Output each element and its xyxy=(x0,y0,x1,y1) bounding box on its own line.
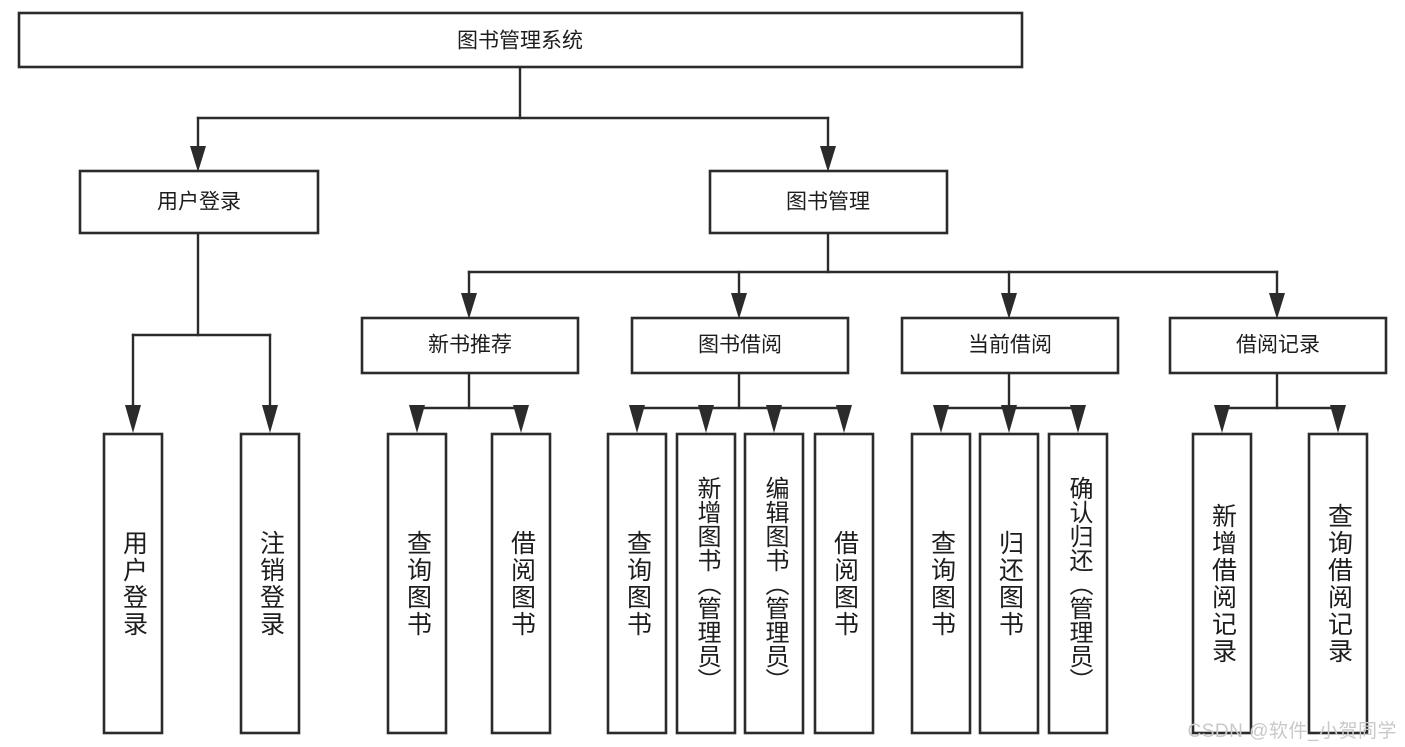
node-box-borrow-record[interactable] xyxy=(1168,316,1388,375)
node-box-l3-user-login[interactable] xyxy=(102,432,164,735)
arrowhead-l3-borrow-book-a xyxy=(513,405,529,433)
arrowhead-current-borrow xyxy=(1001,293,1017,319)
arrowhead-layer xyxy=(125,146,1346,433)
node-box-root-title[interactable] xyxy=(17,11,1024,69)
arrowhead-l3-query-borrow-record xyxy=(1330,405,1346,433)
node-box-l3-add-book-admin[interactable] xyxy=(675,432,737,735)
arrowhead-l3-query-book-c xyxy=(933,405,949,433)
node-box-l3-logout[interactable] xyxy=(239,432,301,735)
arrowhead-l3-confirm-return xyxy=(1070,405,1086,433)
node-box-l3-edit-book-admin[interactable] xyxy=(743,432,805,735)
arrowhead-l3-query-book-b xyxy=(629,405,645,433)
node-label-borrow-record: 借阅记录 xyxy=(1236,334,1320,357)
arrowhead-l3-return-book xyxy=(1001,405,1017,433)
node-label-book-mgmt: 图书管理 xyxy=(786,191,870,214)
node-box-l3-query-book-a[interactable] xyxy=(386,432,448,735)
arrowhead-new-book-rec xyxy=(461,293,477,319)
arrowhead-book-borrow xyxy=(731,293,747,319)
node-layer: 图书管理系统 用户登录 图书管理 新书推荐 图书借阅 当前借阅 借阅记录 xyxy=(17,11,1388,735)
arrowhead-l3-borrow-book-b xyxy=(836,405,852,433)
arrowhead-l3-add-borrow-record xyxy=(1214,405,1230,433)
node-box-book-mgmt[interactable] xyxy=(708,169,949,235)
node-box-l3-borrow-book-a[interactable] xyxy=(490,432,552,735)
csdn-watermark: CSDN @软件_小贺同学 xyxy=(1187,721,1397,742)
node-label-book-borrow: 图书借阅 xyxy=(698,334,782,357)
node-box-current-borrow[interactable] xyxy=(900,316,1120,375)
node-box-l3-return-book[interactable] xyxy=(978,432,1040,735)
node-label-current-borrow: 当前借阅 xyxy=(968,334,1052,357)
node-box-user-login[interactable] xyxy=(78,169,320,235)
arrowhead-book-mgmt xyxy=(820,146,836,172)
node-label-new-book-rec: 新书推荐 xyxy=(428,334,512,357)
node-box-l3-query-book-c[interactable] xyxy=(910,432,972,735)
arrowhead-user-login xyxy=(190,146,206,172)
node-box-l3-query-borrow-record[interactable] xyxy=(1307,432,1369,735)
arrowhead-l3-edit-book-admin xyxy=(766,405,782,433)
node-box-l3-query-book-b[interactable] xyxy=(606,432,668,735)
node-box-new-book-rec[interactable] xyxy=(360,316,580,375)
arrowhead-l3-user-login xyxy=(125,405,141,433)
node-label-root-title: 图书管理系统 xyxy=(457,30,583,53)
arrowhead-l3-query-book-a xyxy=(409,405,425,433)
node-box-l3-add-borrow-record[interactable] xyxy=(1191,432,1253,735)
node-box-l3-confirm-return[interactable] xyxy=(1047,432,1109,735)
node-label-user-login: 用户登录 xyxy=(157,191,241,214)
arrowhead-borrow-record xyxy=(1269,293,1285,319)
node-box-book-borrow[interactable] xyxy=(630,316,850,375)
arrowhead-l3-logout xyxy=(262,405,278,433)
node-box-l3-borrow-book-b[interactable] xyxy=(813,432,875,735)
arrowhead-l3-add-book-admin xyxy=(698,405,714,433)
